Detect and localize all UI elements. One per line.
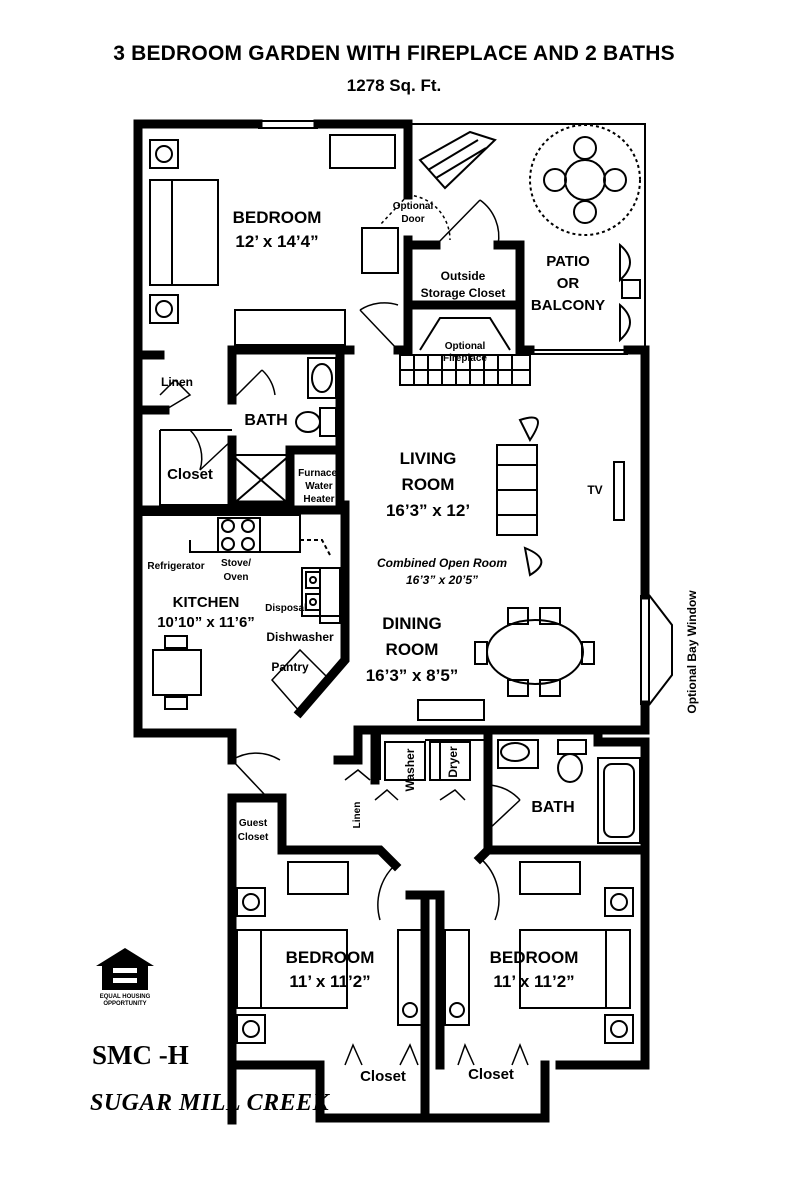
guest-closet-label-1: Guest [239, 818, 268, 829]
bedroom-main-size: 12’ x 14’4” [235, 232, 318, 251]
bath-upper-name: BATH [244, 412, 287, 429]
dishwasher-label: Dishwasher [266, 630, 334, 644]
dining-room-name-2: ROOM [386, 640, 439, 659]
plan-square-footage: 1278 Sq. Ft. [346, 76, 442, 95]
refrigerator-label: Refrigerator [147, 561, 204, 572]
room-labels: BEDROOM 12’ x 14’4” LIVING ROOM 16’3” x … [147, 201, 699, 1085]
furnace-label-2: Water [305, 481, 333, 492]
optional-bay-window-label: Optional Bay Window [685, 590, 699, 714]
patio-line-3: BALCONY [531, 297, 605, 314]
dining-room-name-1: DINING [382, 614, 442, 633]
living-room-name-2: ROOM [402, 475, 455, 494]
bedroom-left-size: 11’ x 11’2” [289, 972, 370, 991]
equal-housing-line-1: EQUAL HOUSING [99, 994, 151, 1000]
plan-title: 3 BEDROOM GARDEN WITH FIREPLACE AND 2 BA… [113, 42, 675, 65]
bath-lower-name: BATH [531, 799, 574, 816]
closet-right-label: Closet [468, 1066, 514, 1083]
optional-door-label-2: Door [401, 214, 424, 225]
living-room-size: 16’3” x 12’ [386, 501, 470, 520]
stove-label-1: Stove/ [221, 558, 251, 569]
guest-closet-label-2: Closet [238, 832, 269, 843]
door-swings [159, 194, 529, 1066]
thin-lines [159, 120, 673, 780]
outside-storage-label-2: Storage Closet [421, 286, 506, 300]
tv-label: TV [587, 483, 602, 497]
patio-line-1: PATIO [546, 253, 590, 270]
equal-housing-line-2: OPPORTUNITY [103, 1001, 147, 1007]
furnace-label-1: Furnace/ [298, 468, 340, 479]
washer-label: Washer [403, 748, 417, 791]
equal-housing-text: EQUAL HOUSING OPPORTUNITY [92, 994, 158, 1008]
equal-housing-logo [96, 948, 154, 990]
combined-room-size: 16’3” x 20’5” [406, 573, 478, 587]
plan-code: SMC -H [92, 1040, 189, 1070]
closet-left-label: Closet [360, 1068, 406, 1085]
optional-door-label-1: Optional [393, 201, 434, 212]
outside-storage-label-1: Outside [441, 269, 486, 283]
dining-room-size: 16’3” x 8’5” [366, 666, 459, 685]
brand-name: SUGAR MILL CREEK [90, 1090, 330, 1116]
optional-fireplace-label-1: Optional [445, 341, 486, 352]
bedroom-main-name: BEDROOM [233, 208, 322, 227]
disposal-label: Disposal [265, 603, 307, 614]
dryer-label: Dryer [446, 746, 460, 778]
bedroom-left-name: BEDROOM [286, 948, 375, 967]
bedroom-right-size: 11’ x 11’2” [493, 972, 574, 991]
patio-line-2: OR [557, 275, 580, 292]
closet-main-label: Closet [167, 466, 213, 483]
living-room-name-1: LIVING [400, 449, 457, 468]
combined-room-label: Combined Open Room [377, 556, 507, 570]
linen-lower-label: Linen [352, 802, 363, 829]
kitchen-size: 10’10” x 11’6” [157, 614, 255, 631]
stove-label-2: Oven [223, 572, 248, 583]
linen-upper-label: Linen [161, 375, 193, 389]
optional-fireplace-label-2: Fireplace [443, 353, 487, 364]
kitchen-name: KITCHEN [173, 594, 240, 611]
fixtures [142, 124, 641, 1044]
bedroom-right-name: BEDROOM [490, 948, 579, 967]
walls [133, 119, 650, 1125]
furnace-label-3: Heater [303, 494, 334, 505]
pantry-label: Pantry [271, 660, 309, 674]
